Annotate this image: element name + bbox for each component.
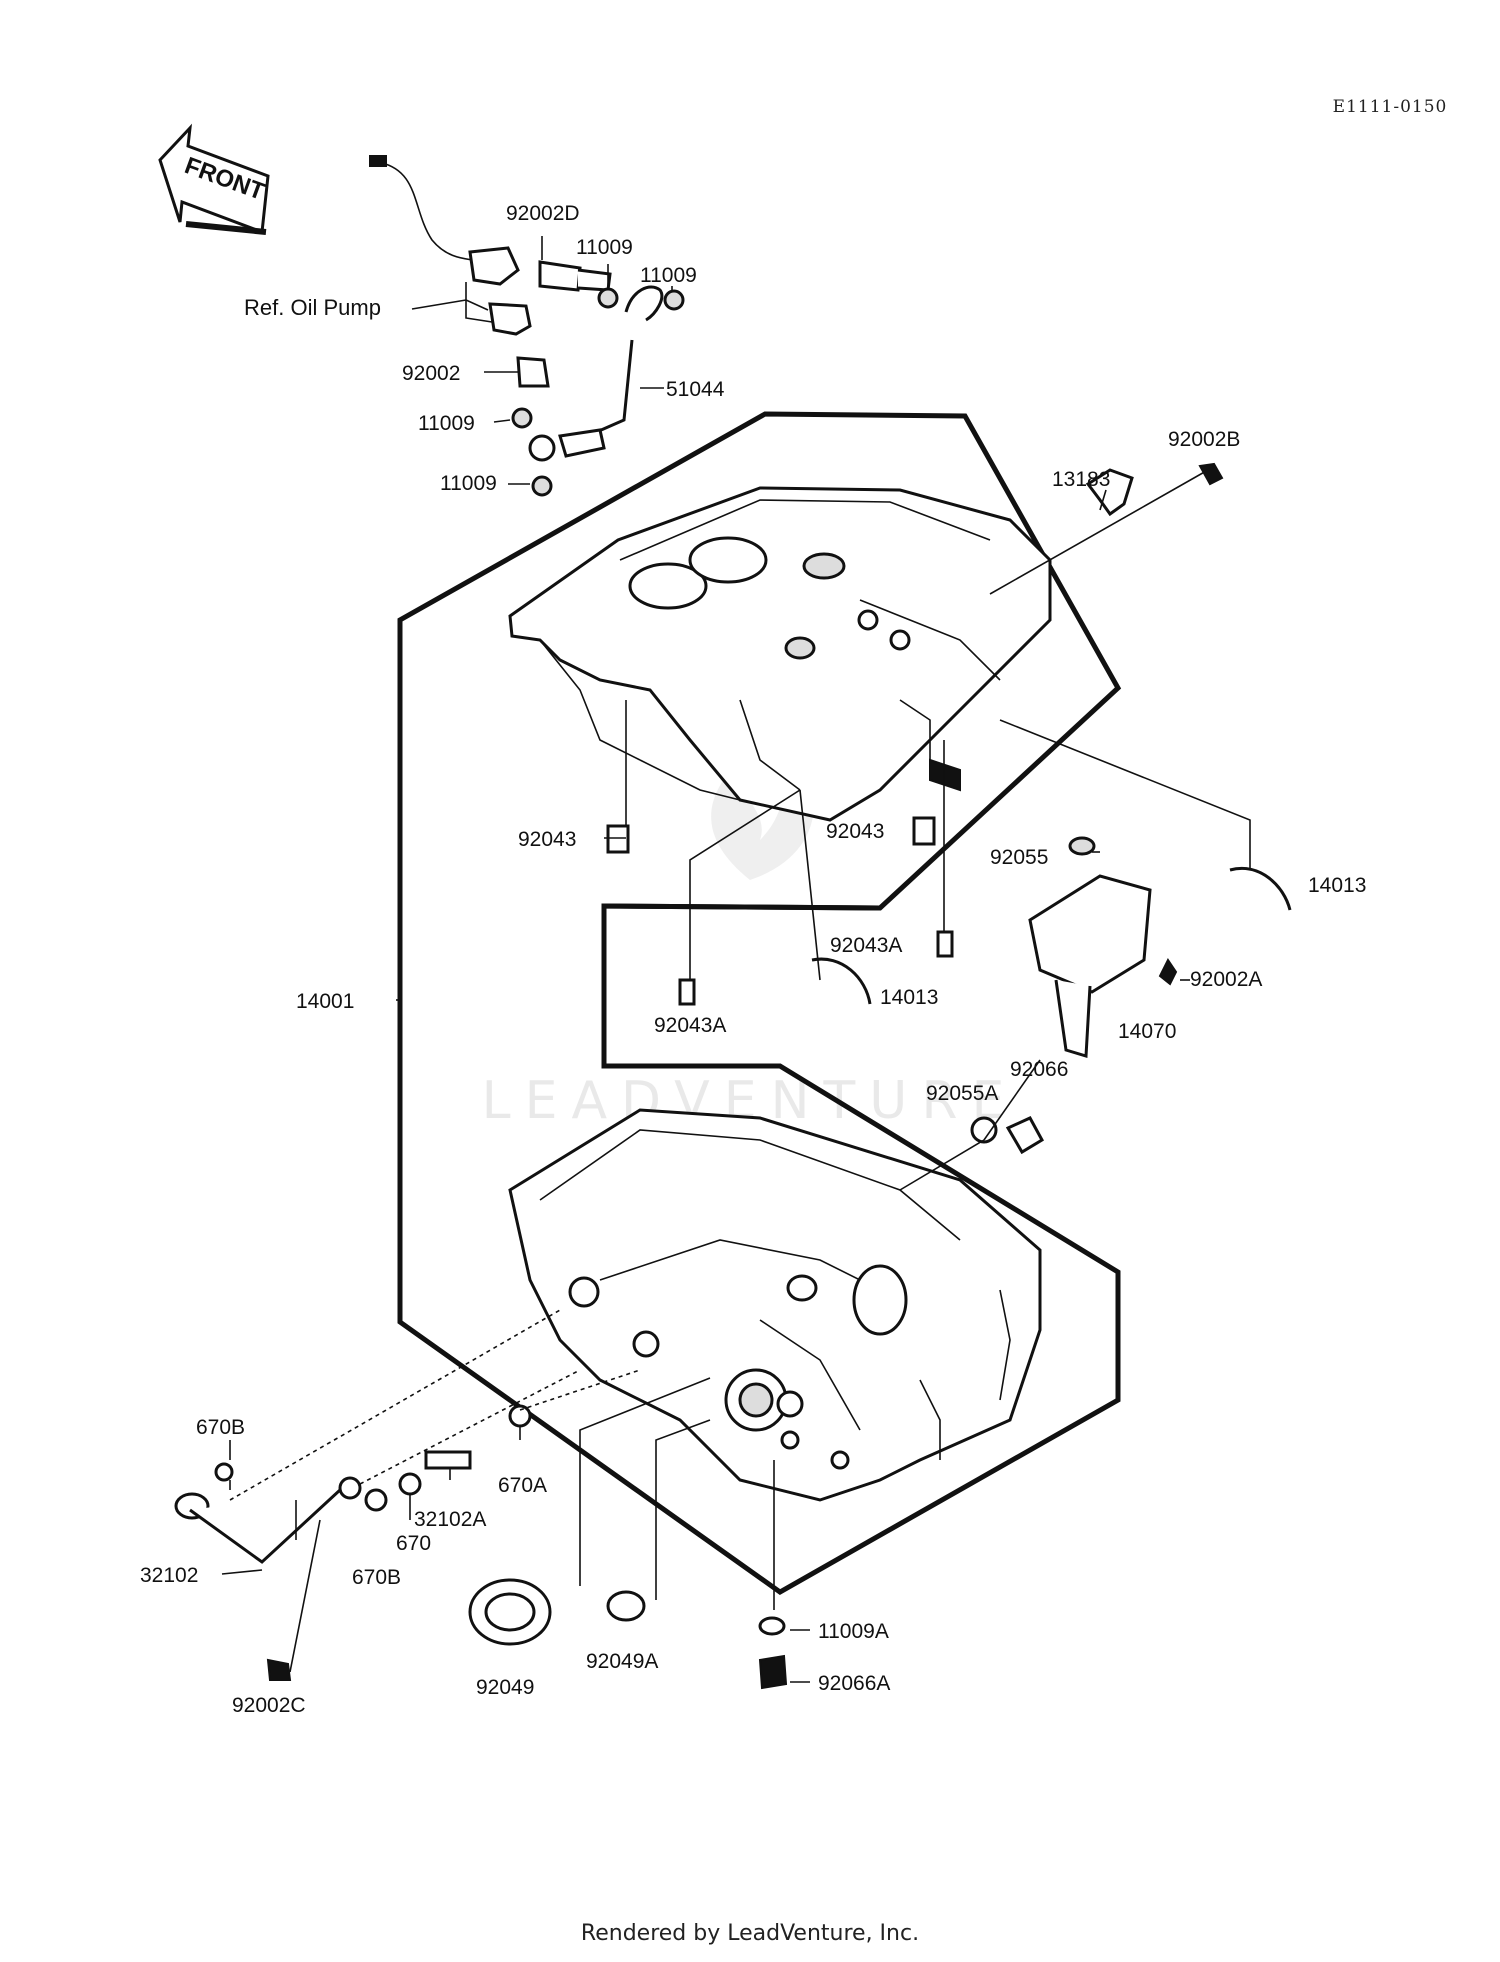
inner-parts-frame xyxy=(603,903,881,911)
front-arrow: FRONT xyxy=(158,123,270,235)
callout-92066A: 92066A xyxy=(818,1672,890,1695)
bolt-92002B xyxy=(1198,462,1224,486)
callout-labels: 92002D 11009 11009 92002 51044 11009 110… xyxy=(140,202,1366,1717)
oil-pressure-switch xyxy=(369,155,532,336)
callout-14070: 14070 xyxy=(1118,1020,1176,1043)
oring-670A xyxy=(508,1404,532,1428)
callout-11009A: 11009A xyxy=(818,1620,889,1643)
callout-92043A-right: 92043A xyxy=(830,934,902,957)
lower-crankcase-half xyxy=(508,1108,1042,1502)
callout-14013-center: 14013 xyxy=(880,986,938,1009)
callout-670A: 670A xyxy=(498,1474,547,1497)
plug-92066 xyxy=(1005,1116,1045,1155)
callout-51044: 51044 xyxy=(666,378,725,401)
plug-92066A xyxy=(758,1654,788,1690)
bracket-13183 xyxy=(1085,468,1134,517)
oil-pipe-32102 xyxy=(174,1404,532,1681)
callout-32102A: 32102A xyxy=(414,1508,486,1531)
leader-lines xyxy=(221,236,1251,1683)
callout-11009-c: 11009 xyxy=(418,412,475,435)
dowel-92043-left xyxy=(606,824,630,854)
oring-670B-bottom xyxy=(364,1488,388,1512)
callout-32102: 32102 xyxy=(140,1564,198,1587)
dowel-92043A-right xyxy=(936,930,954,958)
washer-92055A xyxy=(970,1116,998,1144)
upper-crankcase-half xyxy=(508,486,1052,822)
callout-670B-top: 670B xyxy=(196,1416,245,1439)
bolt-92002C xyxy=(266,1658,292,1681)
oil-pipe-assembly xyxy=(511,260,685,497)
callout-92002C: 92002C xyxy=(232,1694,306,1717)
pipe-32102A xyxy=(424,1450,472,1470)
callout-92066: 92066 xyxy=(1010,1058,1068,1081)
callout-13183: 13183 xyxy=(1052,468,1110,491)
callout-92002A: 92002A xyxy=(1190,968,1262,991)
callout-670: 670 xyxy=(396,1532,431,1555)
callout-92043-right: 92043 xyxy=(826,820,884,843)
diagram-code: E1111-0150 xyxy=(1333,97,1448,117)
washer-11009A xyxy=(758,1616,786,1636)
callout-11009-a: 11009 xyxy=(576,236,633,259)
callout-92043A-left: 92043A xyxy=(654,1014,726,1037)
callout-92049A: 92049A xyxy=(586,1650,658,1673)
callout-92002: 92002 xyxy=(402,362,460,385)
dowel-92043A-left xyxy=(678,978,696,1006)
dowel-92043-right xyxy=(912,816,936,846)
ref-oil-pump-note: Ref. Oil Pump xyxy=(244,295,381,320)
callout-92055: 92055 xyxy=(990,846,1048,869)
upper-case-frame xyxy=(397,411,1122,1595)
breather-cover-14070 xyxy=(1028,836,1178,1058)
callout-14013-right: 14013 xyxy=(1308,874,1366,897)
callout-92002D: 92002D xyxy=(506,202,580,225)
callout-14001: 14001 xyxy=(296,990,354,1013)
callout-11009-b: 11009 xyxy=(640,264,697,287)
bearing-shell-14013-center xyxy=(811,957,872,1005)
callout-92049: 92049 xyxy=(476,1676,534,1699)
callout-11009-d: 11009 xyxy=(440,472,497,495)
bearing-shell-14013-right xyxy=(1229,867,1292,911)
callout-92055A: 92055A xyxy=(926,1082,998,1105)
oring-670 xyxy=(398,1472,422,1496)
callout-92043-left: 92043 xyxy=(518,828,576,851)
callout-670B-bottom: 670B xyxy=(352,1566,401,1589)
callout-92002B: 92002B xyxy=(1168,428,1240,451)
oil-seal-92049A xyxy=(606,1590,646,1622)
footer-credit: Rendered by LeadVenture, Inc. xyxy=(580,1921,920,1946)
